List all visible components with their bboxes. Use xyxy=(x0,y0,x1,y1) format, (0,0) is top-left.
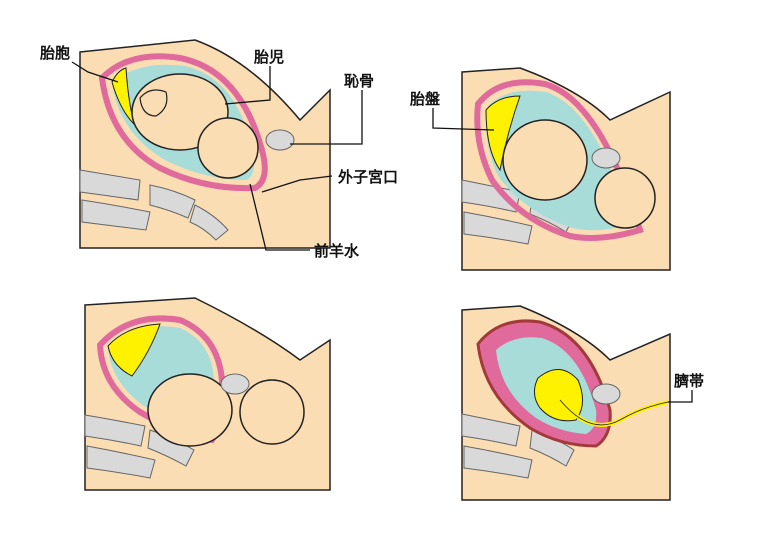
panel-2-uterus-wall xyxy=(474,79,644,241)
label-external-os: 外子宮口 xyxy=(337,168,398,186)
panel-3-fetus-body xyxy=(147,373,233,447)
panel-1-uterus-wall xyxy=(98,53,268,192)
panel-4-umbilical-cord-outline xyxy=(559,399,669,426)
leader-external-os xyxy=(261,175,333,193)
panel-stage-3 xyxy=(84,297,331,491)
leader-umbilical-cord xyxy=(668,390,693,403)
label-umbilical-cord: 臍帯 xyxy=(674,372,704,390)
panel-stage-1 xyxy=(79,39,331,249)
label-fetus: 胎児 xyxy=(254,48,284,66)
panel-1-pubic-bone xyxy=(265,129,295,151)
leader-amniotic-sac xyxy=(71,61,119,83)
panel-3-spine xyxy=(84,414,195,479)
panel-2-placenta xyxy=(485,95,521,172)
leader-fetus xyxy=(224,66,271,105)
panel-3-placenta xyxy=(107,323,161,377)
label-amniotic-sac: 胎胞 xyxy=(40,44,70,62)
label-placenta: 胎盤 xyxy=(410,90,441,108)
panel-1-spine xyxy=(79,169,229,241)
panel-stage-2 xyxy=(461,67,671,271)
panel-1-fetus-limb xyxy=(139,89,168,117)
panel-3-fetus-head xyxy=(239,379,305,445)
panel-4-pubic-bone xyxy=(591,383,621,405)
panel-4-placenta xyxy=(534,369,583,422)
panel-2-fetus-body xyxy=(502,119,588,201)
panel-2-pubic-bone xyxy=(591,147,621,169)
panel-4-spine xyxy=(461,413,575,479)
panel-stage-4 xyxy=(461,305,671,501)
leader-lines xyxy=(71,61,693,403)
label-pubic-bone: 恥骨 xyxy=(344,72,374,90)
panel-3-pubic-bone xyxy=(220,373,250,395)
panel-1-fetus-head xyxy=(197,117,259,179)
panel-2-fetus-head xyxy=(594,167,656,229)
label-forewaters: 前羊水 xyxy=(314,242,360,260)
leader-pubic-bone xyxy=(290,90,363,145)
leader-placenta xyxy=(432,108,495,131)
leader-forewaters xyxy=(249,183,310,251)
